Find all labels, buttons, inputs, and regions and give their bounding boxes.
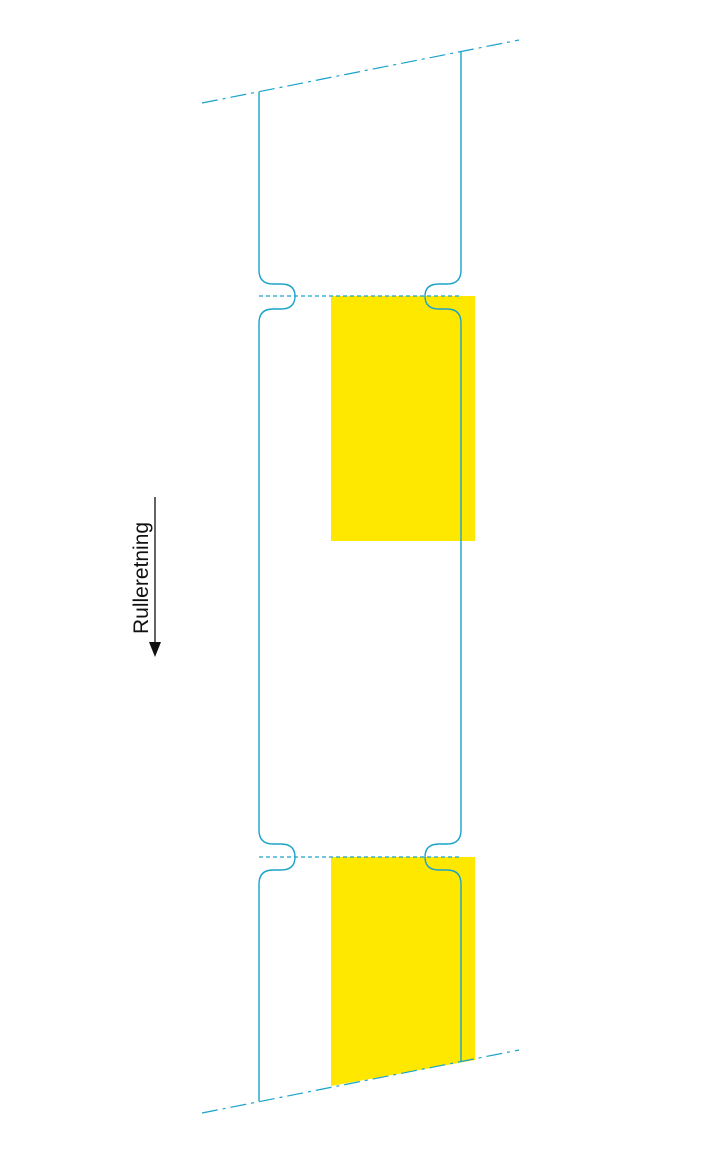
top-break-line <box>201 39 520 104</box>
direction-arrow-icon <box>149 642 161 657</box>
label-outline-bottom <box>258 856 462 1101</box>
label-outline-middle <box>258 295 462 858</box>
bottom-break-line <box>201 1049 520 1114</box>
roll-direction-label: Rulleretning <box>130 522 153 634</box>
mark-lower <box>331 857 475 1086</box>
label-outline-top <box>258 92 296 297</box>
label-outline-top-right <box>424 52 462 297</box>
mark-upper <box>331 296 475 541</box>
